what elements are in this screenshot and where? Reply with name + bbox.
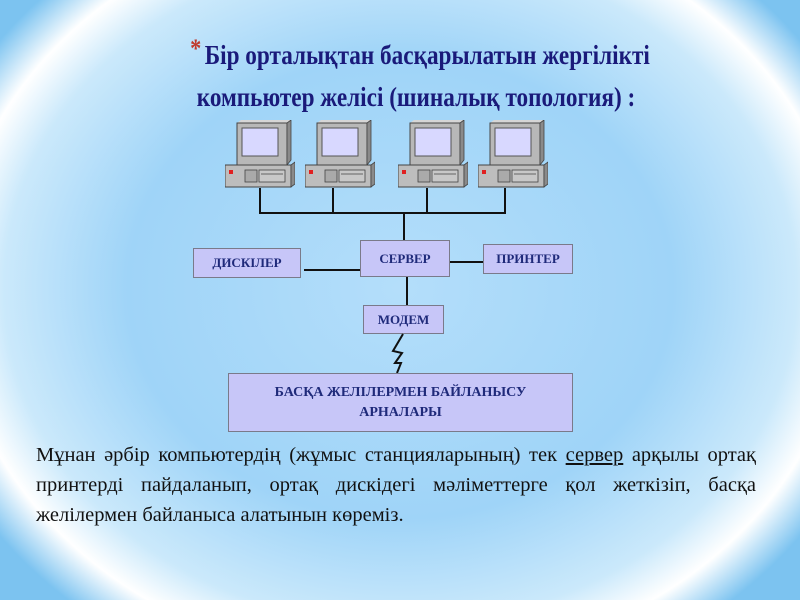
lightning-link-icon	[391, 333, 404, 374]
computer-icon	[398, 120, 468, 188]
paragraph-text: арқылы ортақ принтерді пайдаланып, ортақ…	[36, 444, 756, 526]
printer-link-line	[449, 261, 484, 263]
disks-box: ДИСКІЛЕР	[193, 248, 301, 278]
slide-title-line1: *Бір орталықтан басқарылатын жергілікті	[76, 34, 764, 71]
bus-line	[259, 212, 506, 214]
bullet-star: *	[190, 34, 202, 63]
computer-icon	[225, 120, 295, 188]
printer-box: ПРИНТЕР	[483, 244, 573, 274]
drop-line	[426, 188, 428, 213]
title-text-1: Бір орталықтан басқарылатын жергілікті	[204, 40, 650, 70]
server-link-line	[403, 212, 405, 241]
channels-line1: БАСҚА ЖЕЛІЛЕРМЕН БАЙЛАНЫСУ	[274, 384, 527, 400]
modem-link-line	[406, 277, 408, 306]
drop-line	[504, 188, 506, 213]
description-paragraph: Мұнан әрбір компьютердің (жұмыс станциял…	[36, 440, 756, 530]
computer-icon	[305, 120, 375, 188]
channels-box: БАСҚА ЖЕЛІЛЕРМЕН БАЙЛАНЫСУ АРНАЛАРЫ	[228, 373, 573, 432]
paragraph-text: Мұнан әрбір компьютердің (жұмыс станциял…	[36, 444, 566, 466]
modem-box: МОДЕМ	[363, 305, 444, 334]
underlined-word: сервер	[565, 444, 624, 466]
slide-title-line2: компьютер желісі (шиналық топология) :	[196, 82, 636, 112]
drop-line	[332, 188, 334, 213]
server-box: СЕРВЕР	[360, 240, 450, 277]
channels-line2: АРНАЛАРЫ	[359, 404, 442, 420]
drop-line	[259, 188, 261, 213]
disk-link-line	[304, 269, 361, 271]
computer-icon	[478, 120, 548, 188]
